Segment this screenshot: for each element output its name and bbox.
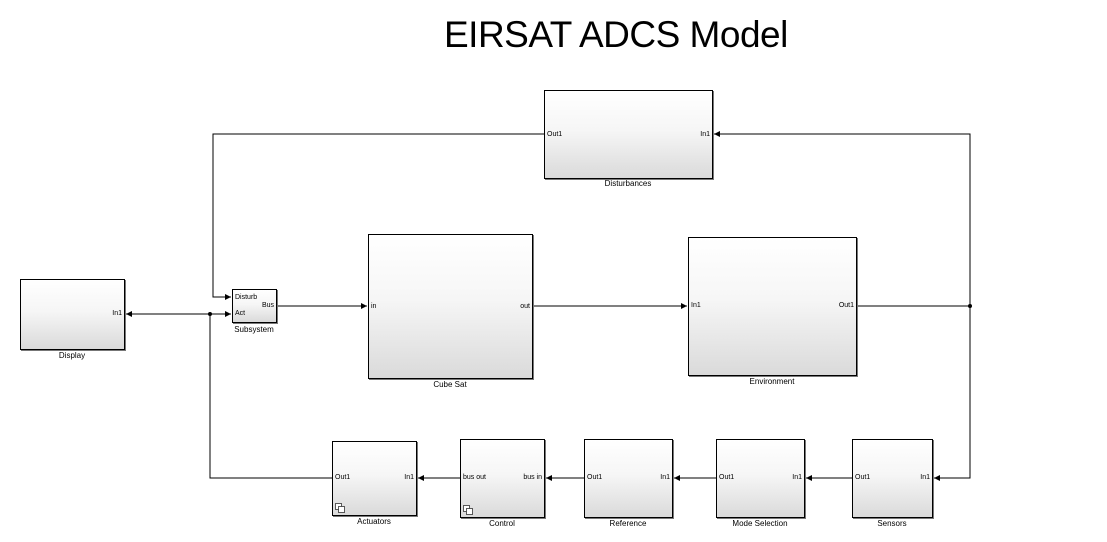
control-bus-in-port: bus in: [523, 474, 542, 481]
reference-in-port: In1: [660, 474, 670, 481]
subsystem-bus-port: Bus: [261, 302, 274, 309]
actuators-out-port: Out1: [335, 474, 351, 481]
environment-in-port: In1: [691, 302, 701, 309]
cube-sat-block[interactable]: in out: [368, 234, 533, 379]
display-in-port: In1: [112, 310, 122, 317]
reference-caption: Reference: [609, 519, 647, 528]
sensors-caption: Sensors: [877, 519, 907, 528]
actuators-block[interactable]: Out1 In1: [332, 441, 417, 516]
control-bus-out-port: bus out: [463, 474, 486, 481]
mode-selection-in-port: In1: [792, 474, 802, 481]
sensors-in-port: In1: [920, 474, 930, 481]
cube-sat-in-port: in: [371, 303, 377, 310]
branch-point-actuators: [208, 312, 212, 316]
mode-selection-caption: Mode Selection: [732, 519, 788, 528]
subsystem-act-port: Act: [235, 310, 246, 317]
mode-selection-block[interactable]: Out1 In1: [716, 439, 805, 518]
line-branch-to-sensors: [934, 306, 971, 481]
actuators-in-port: In1: [404, 474, 414, 481]
subsystem-caption: Subsystem: [234, 325, 274, 334]
disturbances-in-port: In1: [700, 131, 710, 138]
display-block[interactable]: In1: [20, 279, 125, 350]
sensors-block[interactable]: Out1 In1: [852, 439, 933, 518]
subsystem-disturb-port: Disturb: [235, 294, 258, 301]
control-caption: Control: [489, 519, 515, 528]
disturbances-block[interactable]: Out1 In1: [544, 90, 713, 179]
line-disturbances-to-subsystem: [212, 133, 544, 300]
environment-block[interactable]: In1 Out1: [688, 237, 857, 376]
masked-subsystem-icon: [463, 505, 473, 515]
line-branch-to-disturbances: [714, 131, 971, 306]
branch-point-environment: [968, 304, 972, 308]
environment-caption: Environment: [749, 377, 795, 386]
reference-out-port: Out1: [587, 474, 603, 481]
control-block[interactable]: bus out bus in: [460, 439, 545, 518]
masked-subsystem-icon: [335, 503, 345, 513]
disturbances-caption: Disturbances: [604, 179, 652, 188]
line-actuators-to-subsystem: [209, 311, 332, 479]
display-caption: Display: [58, 351, 86, 360]
cube-sat-out-port: out: [520, 303, 530, 310]
cube-sat-caption: Cube Sat: [433, 380, 467, 389]
diagram-title: EIRSAT ADCS Model: [444, 14, 788, 55]
reference-block[interactable]: Out1 In1: [584, 439, 673, 518]
sensors-out-port: Out1: [855, 474, 871, 481]
mode-selection-out-port: Out1: [719, 474, 735, 481]
environment-out-port: Out1: [838, 302, 854, 309]
subsystem-block[interactable]: Disturb Act Bus: [232, 289, 277, 323]
disturbances-out-port: Out1: [547, 131, 563, 138]
actuators-caption: Actuators: [357, 517, 391, 526]
